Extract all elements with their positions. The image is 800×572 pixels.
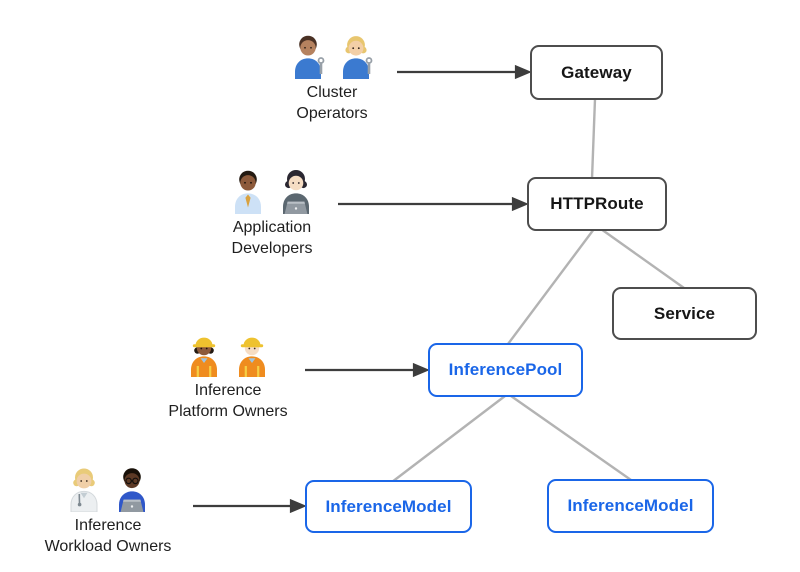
node-inferencemodel-right-label: InferenceModel	[567, 496, 694, 515]
inference-workload-owners-label: Inference Workload Owners	[18, 515, 198, 557]
connector-gateway-httproute	[590, 98, 597, 180]
connector-httproute-service	[600, 228, 685, 289]
node-service-label: Service	[653, 303, 716, 323]
arrow-cluster-operators-to-gateway	[397, 64, 532, 80]
persona-inference-platform-owners: Inference Platform Owners	[138, 331, 318, 422]
application-developers-label: Application Developers	[182, 217, 362, 259]
persona-label-line: Workload Owners	[44, 538, 172, 555]
node-httproute-label: HTTPRoute	[550, 194, 644, 213]
connector-inferencepool-inferencemodel-right	[510, 395, 632, 481]
woman-technologist-icon	[283, 170, 309, 214]
woman-mechanic-icon	[343, 36, 373, 79]
inference-platform-owners-icons	[138, 331, 318, 377]
persona-label-line: Cluster	[306, 84, 358, 101]
application-developers-icons	[182, 168, 362, 214]
node-httproute: HTTPRoute	[527, 177, 667, 231]
node-gateway: Gateway	[530, 45, 663, 100]
node-inferencemodel-right: InferenceModel	[547, 479, 714, 533]
man-mechanic-icon	[295, 35, 325, 79]
connector-inferencepool-inferencemodel-left	[391, 395, 506, 483]
persona-arrows	[193, 64, 532, 514]
node-service: Service	[612, 287, 757, 340]
arrow-inference-platform-owners-to-inferencepool	[305, 362, 430, 378]
arrow-application-developers-to-httproute	[338, 196, 529, 212]
health-worker-icon	[70, 468, 98, 512]
node-gateway-label: Gateway	[561, 62, 632, 82]
inference-platform-owners-label: Inference Platform Owners	[138, 380, 318, 422]
inference-workload-owners-icons	[18, 466, 198, 512]
node-inferencemodel-left-label: InferenceModel	[325, 496, 452, 516]
persona-inference-workload-owners: Inference Workload Owners	[18, 466, 198, 557]
plain-connectors	[391, 98, 685, 483]
persona-label-line: Operators	[296, 105, 368, 122]
persona-label-line: Inference	[194, 382, 262, 399]
man-construction-worker-icon	[239, 337, 265, 377]
woman-construction-worker-icon	[191, 337, 217, 377]
cluster-operators-label: Cluster Operators	[242, 82, 422, 124]
arrow-inference-workload-owners-to-inferencemodel	[193, 498, 307, 514]
persona-label-line: Platform Owners	[168, 403, 288, 420]
persona-label-line: Inference	[74, 517, 142, 534]
man-technologist-icon	[119, 468, 145, 512]
persona-label-line: Application	[232, 219, 312, 236]
persona-cluster-operators: Cluster Operators	[242, 33, 422, 124]
persona-application-developers: Application Developers	[182, 168, 362, 259]
persona-label-line: Developers	[231, 240, 313, 257]
node-inferencepool-label: InferencePool	[448, 360, 563, 379]
man-office-worker-icon	[235, 170, 261, 214]
cluster-operators-icons	[242, 33, 422, 79]
node-inferencepool: InferencePool	[428, 343, 583, 397]
node-inferencemodel-left: InferenceModel	[305, 480, 472, 533]
connector-httproute-inferencepool	[507, 228, 595, 345]
